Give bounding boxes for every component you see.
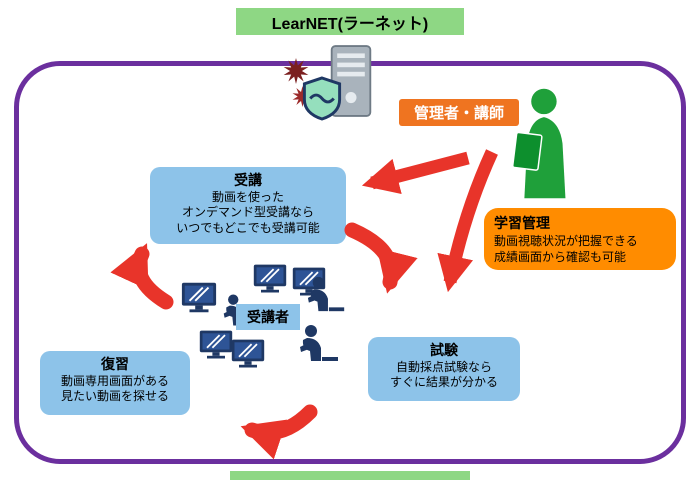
exam-box-title: 試験 <box>430 342 458 358</box>
course-box-line-3: いつでもどこでも受講可能 <box>176 220 320 235</box>
admin-instructor-label: 管理者・講師 <box>399 99 519 126</box>
review-box-line-2: 見たい動画を探せる <box>60 389 169 404</box>
virus-icon-1 <box>283 58 309 84</box>
student-at-computer-icon <box>298 322 342 364</box>
monitor-icon <box>198 329 234 361</box>
monitor-icon <box>230 338 266 370</box>
students-label: 受講者 <box>236 304 300 330</box>
exam-box: 試験 自動採点試験なら すぐに結果が分かる <box>368 337 520 401</box>
student-at-computer-icon <box>306 274 348 314</box>
course-box-title: 受講 <box>234 172 262 188</box>
review-box-line-1: 動画専用画面がある <box>60 373 169 388</box>
review-box: 復習 動画専用画面がある 見たい動画を探せる <box>40 351 190 415</box>
learning-management-box: 学習管理 動画視聴状況が把握できる 成績画面から確認も可能 <box>484 208 676 270</box>
course-box-line-1: 動画を使った <box>211 189 284 204</box>
app-title-banner: LearNET(ラーネット) <box>236 8 464 35</box>
instructor-icon <box>497 86 585 200</box>
admin-instructor-text: 管理者・講師 <box>413 105 504 122</box>
exam-box-line-2: すぐに結果が分かる <box>389 375 498 390</box>
students-label-text: 受講者 <box>247 309 289 325</box>
learning-management-title: 学習管理 <box>494 215 550 231</box>
bottom-green-bar <box>230 471 470 480</box>
review-box-title: 復習 <box>101 356 129 372</box>
exam-box-line-1: 自動採点試験なら <box>395 359 492 374</box>
monitor-icon <box>252 263 288 295</box>
learning-management-line-2: 成績画面から確認も可能 <box>494 249 627 264</box>
course-box: 受講 動画を使った オンデマンド型受講なら いつでもどこでも受講可能 <box>150 167 346 244</box>
course-box-line-2: オンデマンド型受講なら <box>181 205 314 220</box>
virus-icon-2 <box>292 86 313 107</box>
monitor-icon <box>180 281 218 315</box>
learning-management-line-1: 動画視聴状況が把握できる <box>494 233 638 248</box>
shield-icon <box>302 76 342 121</box>
app-title: LearNET(ラーネット) <box>271 15 429 33</box>
